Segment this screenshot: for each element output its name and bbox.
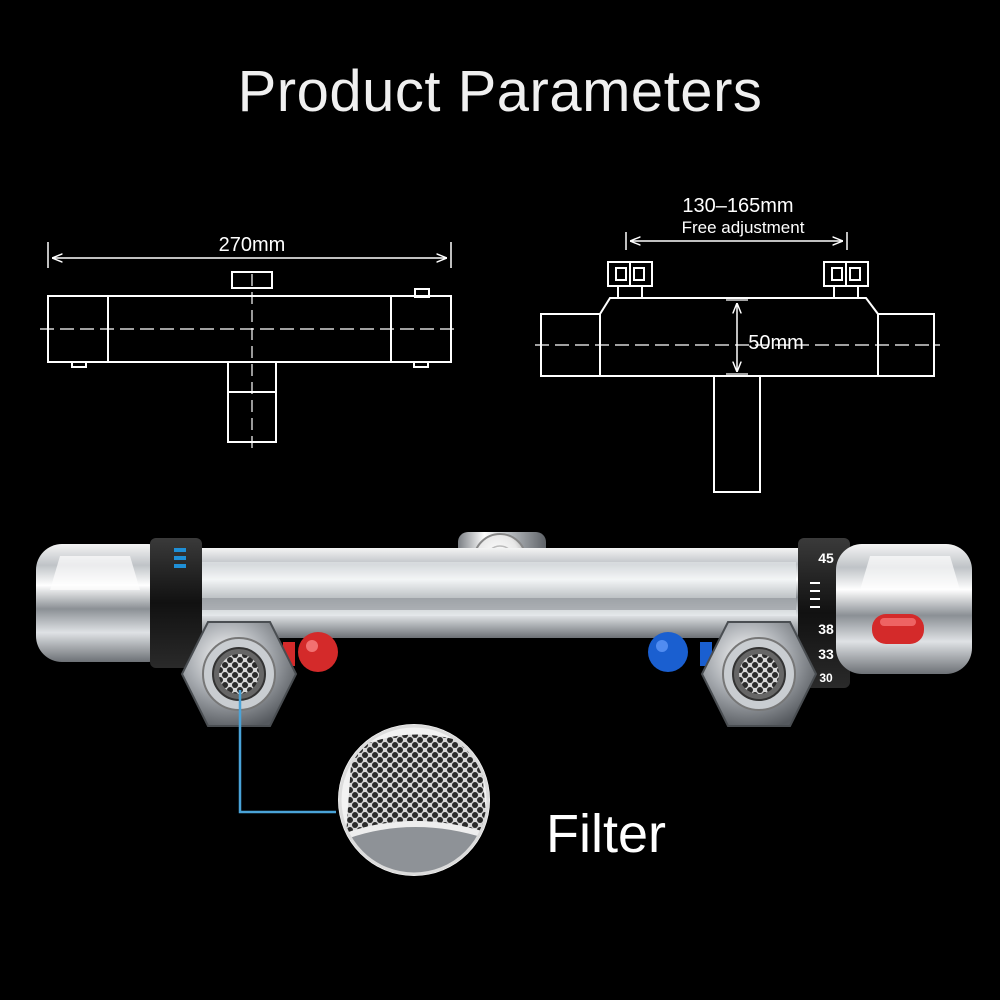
dial-number-45: 45 bbox=[818, 550, 834, 566]
hot-mark-icon bbox=[298, 632, 338, 672]
filter-label: Filter bbox=[546, 804, 666, 864]
bottom-outlet-outline bbox=[227, 361, 277, 443]
dial-number-38: 38 bbox=[818, 621, 834, 637]
top-outlet-outline bbox=[231, 271, 273, 289]
left-filter-screen bbox=[219, 654, 259, 694]
filter-callout-line bbox=[238, 690, 336, 814]
filter-closeup bbox=[338, 724, 490, 876]
spacing-label: 130–165mm bbox=[682, 195, 793, 217]
cold-mark-icon bbox=[648, 632, 688, 672]
dial-number-33: 33 bbox=[818, 646, 834, 662]
right-inlet-nut bbox=[700, 621, 818, 727]
spacing-dimension bbox=[625, 232, 848, 250]
thermostatic-mixer-valve: 45 38 33 30 bbox=[36, 532, 972, 727]
height-dimension bbox=[726, 299, 748, 375]
side-outlet-outline bbox=[713, 375, 761, 493]
spacing-note: Free adjustment bbox=[682, 218, 805, 237]
page-title: Product Parameters bbox=[237, 59, 763, 124]
side-view-drawing bbox=[535, 232, 940, 493]
right-filter-screen bbox=[739, 654, 779, 694]
flow-dial-ring bbox=[150, 538, 202, 668]
width-dimension bbox=[47, 242, 452, 268]
side-body-outline bbox=[599, 297, 879, 377]
front-view-drawing bbox=[40, 242, 458, 448]
width-label: 270mm bbox=[219, 234, 286, 256]
height-label: 50mm bbox=[748, 332, 804, 354]
left-inlet-nut bbox=[180, 621, 298, 727]
dial-number-30: 30 bbox=[819, 671, 833, 685]
